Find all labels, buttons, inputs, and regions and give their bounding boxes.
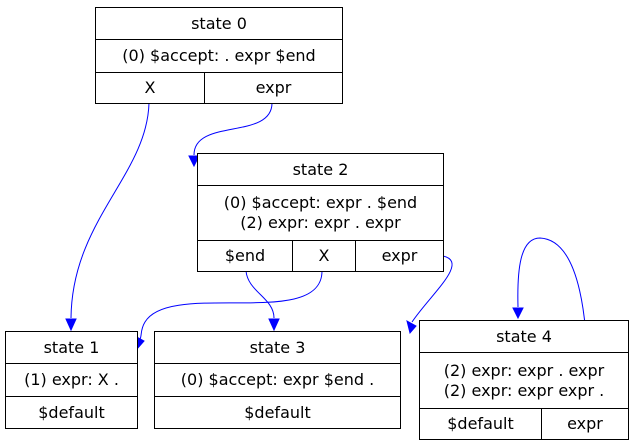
port-end: $end	[198, 241, 293, 271]
state-item: (0) $accept: expr . $end	[223, 193, 418, 212]
edge-arrowhead	[188, 155, 200, 168]
state-items: (0) $accept: expr . $end (2) expr: expr …	[198, 186, 443, 241]
state-item: (0) $accept: . expr $end	[122, 46, 316, 65]
state-items: (2) expr: expr . expr (2) expr: expr exp…	[420, 353, 628, 409]
state-node-1: state 1 (1) expr: X . $default	[5, 331, 138, 429]
edge-arrowhead	[268, 318, 280, 332]
port-default: $default	[38, 402, 105, 422]
state-item: (1) expr: X .	[24, 370, 119, 389]
port-expr: expr	[567, 414, 603, 433]
state-node-4: state 4 (2) expr: expr . expr (2) expr: …	[419, 320, 629, 440]
state-item: (2) expr: expr . expr	[443, 360, 605, 380]
state-node-3: state 3 (0) $accept: expr $end . $defaul…	[154, 331, 401, 429]
state-ports: $default	[6, 397, 137, 428]
edge-state0-X-to-state1	[70, 102, 150, 319]
state-title: state 1	[6, 332, 137, 364]
state-ports: $default expr	[420, 409, 628, 439]
edge-arrowhead	[512, 307, 524, 320]
edge-state2-end-to-state3	[245, 270, 275, 319]
state-node-0: state 0 (0) $accept: . expr $end X expr	[95, 7, 343, 104]
state-ports: $end X expr	[198, 241, 443, 271]
state-title: state 3	[155, 332, 400, 364]
edge-state0-expr-to-state2	[193, 102, 273, 156]
state-item: (2) expr: expr . expr	[240, 213, 401, 232]
edge-state2-X-to-state1	[139, 270, 323, 340]
state-ports: $default	[155, 397, 400, 428]
state-item: (0) $accept: expr $end .	[180, 370, 375, 389]
state-items: (0) $accept: expr $end .	[155, 364, 400, 397]
port-default: $default	[244, 402, 311, 422]
state-title: state 4	[420, 321, 628, 353]
edge-arrowhead	[406, 320, 417, 335]
port-expr: expr	[381, 246, 418, 265]
state-items: (0) $accept: . expr $end	[96, 40, 342, 73]
edge-arrowhead	[65, 318, 77, 332]
state-items: (1) expr: X .	[6, 364, 137, 397]
port-X: X	[96, 73, 205, 103]
state-item: (2) expr: expr expr .	[443, 380, 605, 400]
port-expr: expr	[255, 78, 292, 97]
edge-state2-expr-to-state4	[411, 255, 453, 323]
port-X: X	[293, 241, 356, 271]
state-title: state 0	[96, 8, 342, 40]
state-title: state 2	[198, 154, 443, 186]
state-ports: X expr	[96, 73, 342, 103]
state-node-2: state 2 (0) $accept: expr . $end (2) exp…	[197, 153, 444, 272]
port-default: $default	[420, 409, 542, 439]
